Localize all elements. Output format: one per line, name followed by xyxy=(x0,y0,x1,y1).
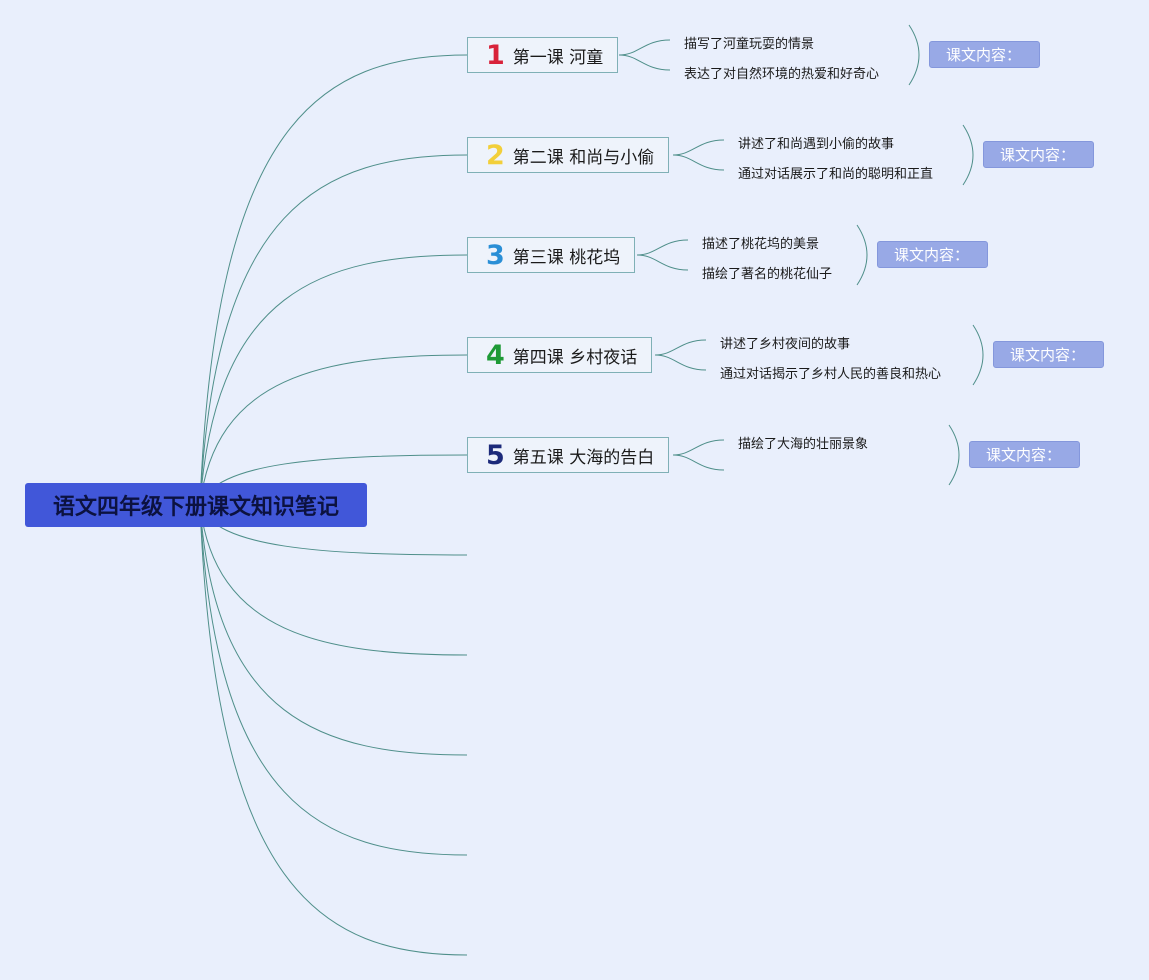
lesson-2-link-2 xyxy=(672,154,725,171)
lesson-4-content-tag[interactable]: 课文内容： xyxy=(993,341,1104,368)
lesson-3-brace xyxy=(856,224,868,286)
root-branch-1 xyxy=(199,54,468,506)
lesson-4-topic[interactable]: 4 第四课 乡村夜话 xyxy=(467,337,653,373)
lesson-title: 第五课 大海的告白 xyxy=(512,447,655,468)
lesson-4-link-2 xyxy=(654,354,707,371)
lesson-2-link-1 xyxy=(672,139,725,156)
lesson-5-content-tag[interactable]: 课文内容： xyxy=(969,441,1080,468)
lesson-number-4: 4 xyxy=(486,339,505,371)
lesson-3-content-tag[interactable]: 课文内容： xyxy=(877,241,988,268)
lesson-4-brace xyxy=(972,324,984,386)
tag-label: 课文内容： xyxy=(894,246,970,264)
lesson-1-point-2[interactable]: 表达了对自然环境的热爱和好奇心 xyxy=(684,67,880,82)
root-branch-10 xyxy=(199,504,468,956)
tag-label: 课文内容： xyxy=(946,46,1022,64)
lesson-title: 第一课 河童 xyxy=(512,47,604,68)
lesson-2-point-1[interactable]: 讲述了和尚遇到小偷的故事 xyxy=(738,137,895,152)
lesson-1-link-1 xyxy=(618,39,671,56)
lesson-number-3: 3 xyxy=(486,239,505,271)
lesson-3-link-1 xyxy=(636,239,689,256)
lesson-5-link-1 xyxy=(672,439,725,456)
lesson-4-point-1[interactable]: 讲述了乡村夜间的故事 xyxy=(720,337,851,352)
tag-label: 课文内容： xyxy=(1010,346,1086,364)
lesson-1-content-tag[interactable]: 课文内容： xyxy=(929,41,1040,68)
lesson-1-link-2 xyxy=(618,54,671,71)
lesson-2-content-tag[interactable]: 课文内容： xyxy=(983,141,1094,168)
root-title: 语文四年级下册课文知识笔记 xyxy=(52,495,339,520)
lesson-5-link-2 xyxy=(672,454,725,471)
lesson-number-2: 2 xyxy=(486,139,505,171)
lesson-5-point-1[interactable]: 描绘了大海的壮丽景象 xyxy=(738,437,869,452)
lesson-title: 第二课 和尚与小偷 xyxy=(512,147,655,168)
lesson-2-brace xyxy=(962,124,974,186)
lesson-2-point-2[interactable]: 通过对话展示了和尚的聪明和正直 xyxy=(738,167,934,182)
root-branch-7 xyxy=(199,504,468,656)
lesson-3-point-1[interactable]: 描述了桃花坞的美景 xyxy=(702,237,820,252)
lesson-4-point-2[interactable]: 通过对话揭示了乡村人民的善良和热心 xyxy=(720,367,942,382)
root-branch-2 xyxy=(199,154,468,506)
root-branch-9 xyxy=(199,504,468,856)
root-topic[interactable]: 语文四年级下册课文知识笔记 xyxy=(25,483,367,527)
lesson-number-5: 5 xyxy=(486,439,505,471)
lesson-title: 第三课 桃花坞 xyxy=(512,247,621,268)
lesson-3-link-2 xyxy=(636,254,689,271)
root-branch-8 xyxy=(199,504,468,756)
lesson-1-topic[interactable]: 1 第一课 河童 xyxy=(467,37,619,73)
root-branch-4 xyxy=(199,354,468,506)
lesson-title: 第四课 乡村夜话 xyxy=(512,347,638,368)
tag-label: 课文内容： xyxy=(986,446,1062,464)
tag-label: 课文内容： xyxy=(1000,146,1076,164)
lesson-5-topic[interactable]: 5 第五课 大海的告白 xyxy=(467,437,670,473)
lesson-number-1: 1 xyxy=(486,39,505,71)
lesson-4-link-1 xyxy=(654,339,707,356)
lesson-3-topic[interactable]: 3 第三课 桃花坞 xyxy=(467,237,636,273)
lesson-2-topic[interactable]: 2 第二课 和尚与小偷 xyxy=(467,137,670,173)
lesson-1-brace xyxy=(908,24,920,86)
root-branch-3 xyxy=(199,254,468,506)
lesson-1-point-1[interactable]: 描写了河童玩耍的情景 xyxy=(684,37,815,52)
lesson-5-brace xyxy=(948,424,960,486)
lesson-3-point-2[interactable]: 描绘了著名的桃花仙子 xyxy=(702,267,833,282)
